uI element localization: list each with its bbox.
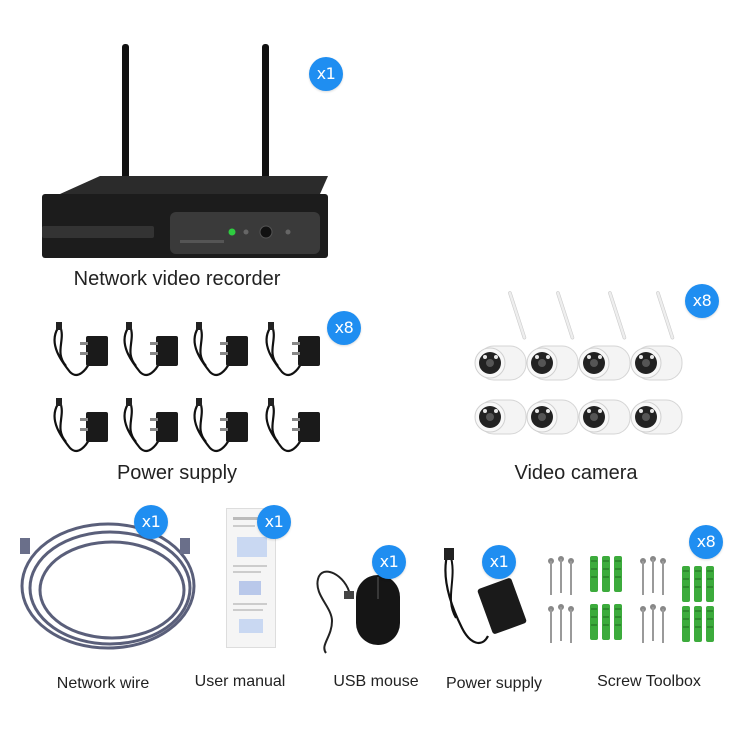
network-wire-qty-badge: x1 [134,505,168,539]
usb-mouse-label: USB mouse [333,673,419,690]
power-supply-single-label: Power supply [445,675,543,692]
nvr-image [40,44,330,262]
nvr-label: Network video recorder [73,268,281,290]
power-supply-set-label: Power supply [116,462,238,484]
screw-toolbox-qty-badge: x8 [689,525,723,559]
ethernet-cable-image [18,510,204,660]
power-supply-set-qty-badge: x8 [327,311,361,345]
power-supply-single-qty-badge: x1 [482,545,516,579]
power-adapter-image [438,548,528,652]
user-manual-label: User manual [194,673,286,690]
usb-mouse-qty-badge: x1 [372,545,406,579]
power-adapters-grid [52,318,322,458]
video-camera-label: Video camera [514,462,638,484]
screw-toolbox-label: Screw Toolbox [597,673,701,690]
network-wire-label: Network wire [56,675,150,692]
manual-image [226,508,276,648]
screws-anchors-image [544,552,724,646]
user-manual-qty-badge: x1 [257,505,291,539]
nvr-qty-badge: x1 [309,57,343,91]
bullet-cameras-grid [470,290,710,450]
mouse-image [312,555,408,655]
video-camera-qty-badge: x8 [685,284,719,318]
